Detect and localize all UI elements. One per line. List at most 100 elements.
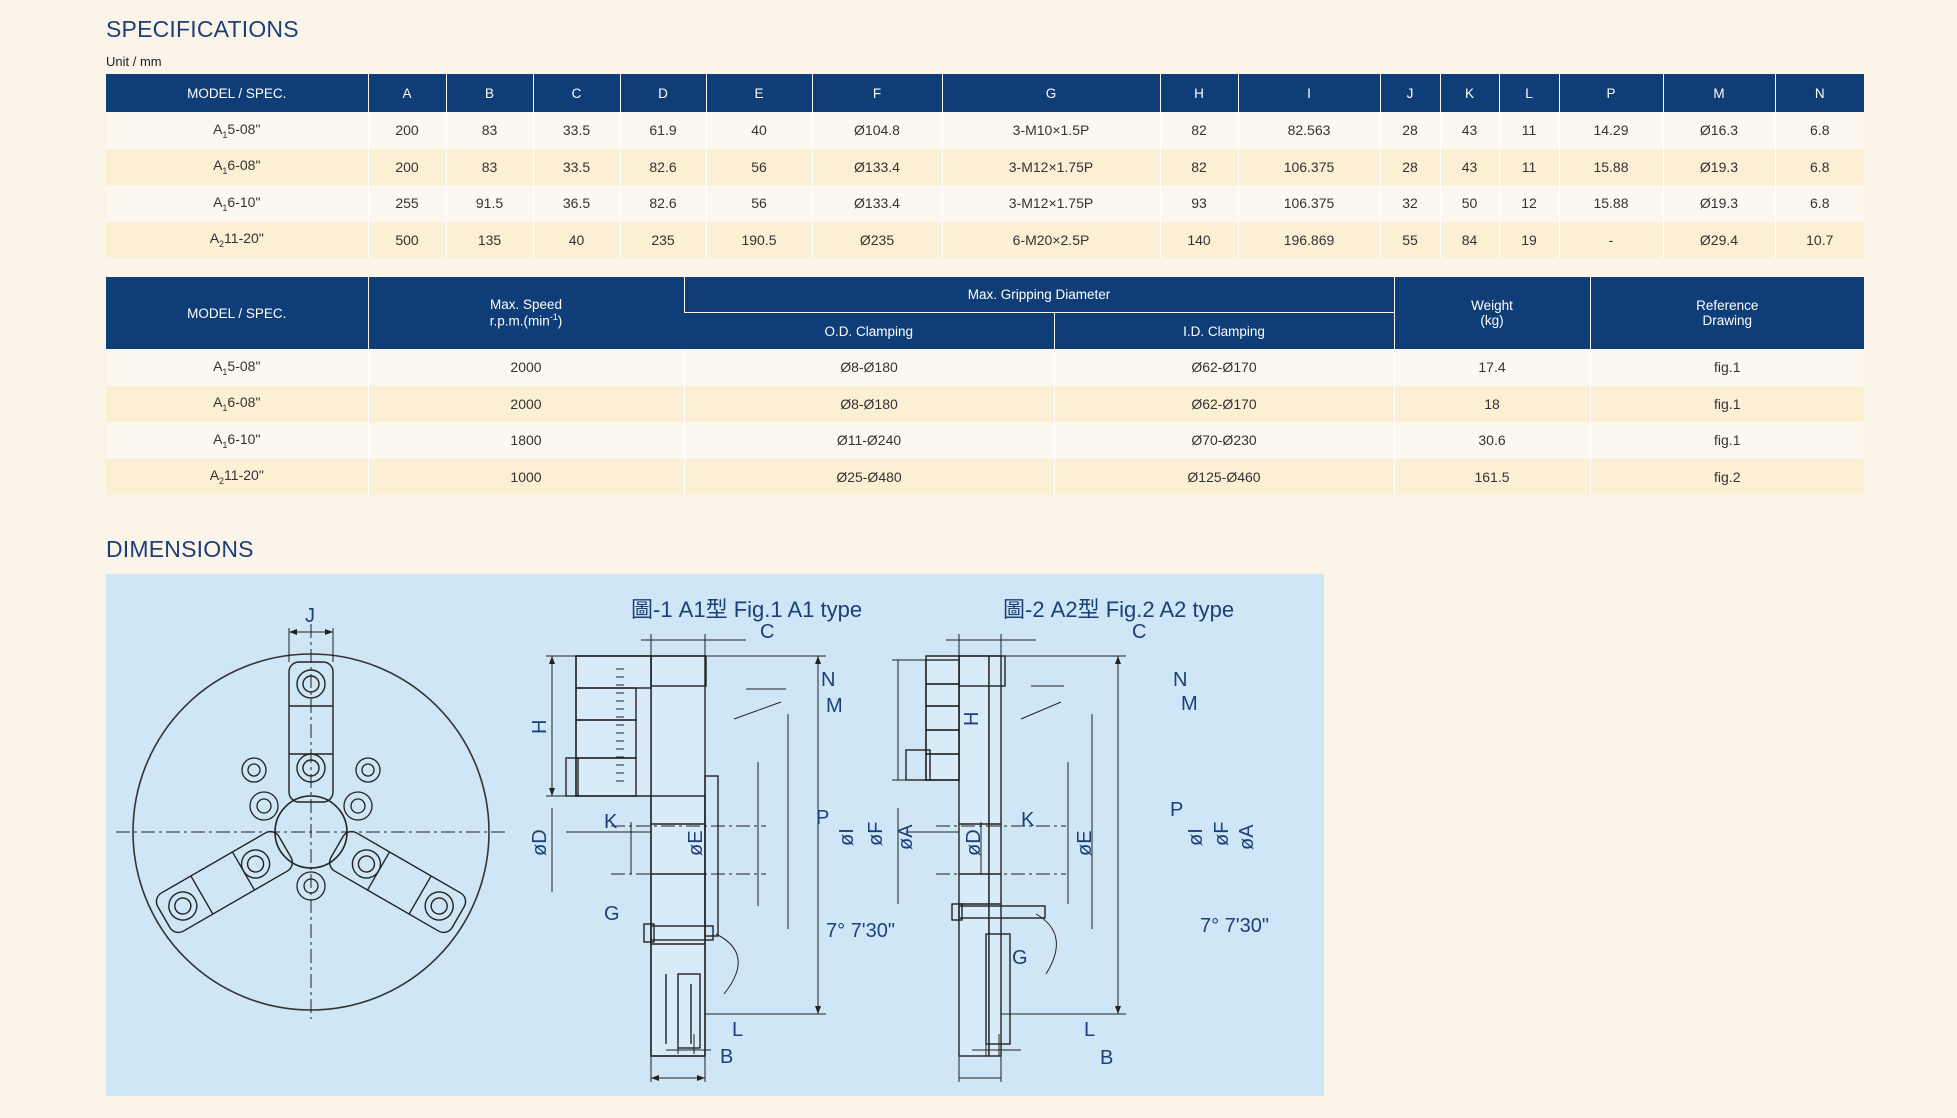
label-F-fig2: øF xyxy=(1211,822,1233,846)
table-cell: Ø62-Ø170 xyxy=(1053,385,1394,422)
table-cell: Ø25-Ø480 xyxy=(683,458,1054,495)
table-cell: 84 xyxy=(1439,221,1499,258)
table-cell: 11 xyxy=(1498,148,1559,185)
perf-header-speed: Max. Speed r.p.m.(min-1) xyxy=(367,277,684,349)
table-cell: fig.1 xyxy=(1589,422,1864,459)
label-angle-fig2: 7° 7'30" xyxy=(1200,915,1269,937)
table-cell: Ø125-Ø460 xyxy=(1053,458,1394,495)
table-cell: Ø8-Ø180 xyxy=(683,349,1054,386)
table-cell: 14.29 xyxy=(1558,112,1663,149)
spec-header-cell: E xyxy=(705,74,812,112)
table-cell: 28 xyxy=(1379,148,1440,185)
label-N: N xyxy=(821,669,835,691)
model-cell: A16-08" xyxy=(106,385,368,422)
table-cell: 190.5 xyxy=(705,221,812,258)
table-cell: 93 xyxy=(1159,185,1238,222)
table-cell: 40 xyxy=(705,112,812,149)
table-cell: 91.5 xyxy=(445,185,533,222)
label-I: øI xyxy=(836,828,858,846)
table-cell: Ø29.4 xyxy=(1662,221,1775,258)
table-cell: 36.5 xyxy=(532,185,620,222)
perf-header-gripping: Max. Gripping Diameter xyxy=(683,277,1394,313)
table-cell: 33.5 xyxy=(532,148,620,185)
label-E: øE xyxy=(685,830,707,856)
spec-header-cell: D xyxy=(619,74,706,112)
model-cell: A16-08" xyxy=(106,148,368,185)
spec-header-cell: B xyxy=(445,74,533,112)
table-cell: 200 xyxy=(367,112,446,149)
spec-header-cell: A xyxy=(367,74,446,112)
table-cell: 40 xyxy=(532,221,620,258)
table-cell: Ø16.3 xyxy=(1662,112,1775,149)
label-B: B xyxy=(720,1046,733,1068)
table-cell: 82.563 xyxy=(1237,112,1380,149)
table-cell: 19 xyxy=(1498,221,1559,258)
table-cell: 43 xyxy=(1439,148,1499,185)
spec-header-cell: I xyxy=(1237,74,1380,112)
label-P-fig2: P xyxy=(1170,799,1183,821)
table-cell: 83 xyxy=(445,148,533,185)
table-cell: Ø70-Ø230 xyxy=(1053,422,1394,459)
table-cell: fig.1 xyxy=(1589,349,1864,386)
label-J: J xyxy=(305,605,315,627)
table-cell: 17.4 xyxy=(1393,349,1590,386)
specifications-table: MODEL / SPEC. A B C D E F G H I J K L P … xyxy=(106,74,1864,258)
label-H-fig2: H xyxy=(961,712,983,726)
label-L: L xyxy=(732,1019,743,1041)
table-cell: 6.8 xyxy=(1774,148,1864,185)
table-cell: 3-M10×1.5P xyxy=(941,112,1160,149)
spec-header-row: MODEL / SPEC. A B C D E F G H I J K L P … xyxy=(106,74,1864,112)
label-G: G xyxy=(604,903,620,925)
fig1-side-view xyxy=(546,634,826,1082)
table-cell: 11 xyxy=(1498,112,1559,149)
table-cell: - xyxy=(1558,221,1663,258)
label-K-fig2: K xyxy=(1021,809,1035,831)
specifications-title: SPECIFICATIONS xyxy=(106,16,299,42)
label-N-fig2: N xyxy=(1173,669,1187,691)
table-cell: 6.8 xyxy=(1774,185,1864,222)
table-cell: 56 xyxy=(705,185,812,222)
table-cell: 3-M12×1.75P xyxy=(941,148,1160,185)
table-cell: 56 xyxy=(705,148,812,185)
label-E-fig2: øE xyxy=(1074,830,1096,856)
label-G-fig2: G xyxy=(1012,947,1028,969)
table-cell: 106.375 xyxy=(1237,148,1380,185)
label-D-fig2: øD xyxy=(963,829,985,856)
table-cell: 2000 xyxy=(367,349,684,386)
table-cell: Ø235 xyxy=(811,221,942,258)
table-cell: 18 xyxy=(1393,385,1590,422)
table-cell: 33.5 xyxy=(532,112,620,149)
label-K: K xyxy=(604,811,618,833)
table-cell: 255 xyxy=(367,185,446,222)
table-cell: Ø8-Ø180 xyxy=(683,385,1054,422)
model-cell: A15-08" xyxy=(106,349,368,386)
table-cell: 2000 xyxy=(367,385,684,422)
spec-header-cell: L xyxy=(1498,74,1559,112)
spec-header-cell: MODEL / SPEC. xyxy=(106,74,368,112)
perf-header-model: MODEL / SPEC. xyxy=(106,277,368,349)
label-C: C xyxy=(760,621,774,643)
table-cell: 15.88 xyxy=(1558,148,1663,185)
model-cell: A16-10" xyxy=(106,185,368,222)
label-A-fig2: øA xyxy=(1236,824,1258,850)
label-D: øD xyxy=(529,829,551,856)
spec-header-cell: P xyxy=(1558,74,1663,112)
table-cell: 1000 xyxy=(367,458,684,495)
model-cell: A211-20" xyxy=(106,458,368,495)
table-cell: 43 xyxy=(1439,112,1499,149)
table-cell: 196.869 xyxy=(1237,221,1380,258)
table-cell: 500 xyxy=(367,221,446,258)
table-cell: fig.1 xyxy=(1589,385,1864,422)
fig1-title: 圖-1 A1型 Fig.1 A1 type xyxy=(631,597,863,622)
table-cell: 82.6 xyxy=(619,148,706,185)
front-view xyxy=(116,624,506,1019)
table-cell: 15.88 xyxy=(1558,185,1663,222)
table-cell: 6-M20×2.5P xyxy=(941,221,1160,258)
chuck-drawing-svg: J C N M H K P øD øE øI øF øA G 7° 7'30" … xyxy=(116,605,1269,1082)
unit-label: Unit / mm xyxy=(106,54,162,69)
